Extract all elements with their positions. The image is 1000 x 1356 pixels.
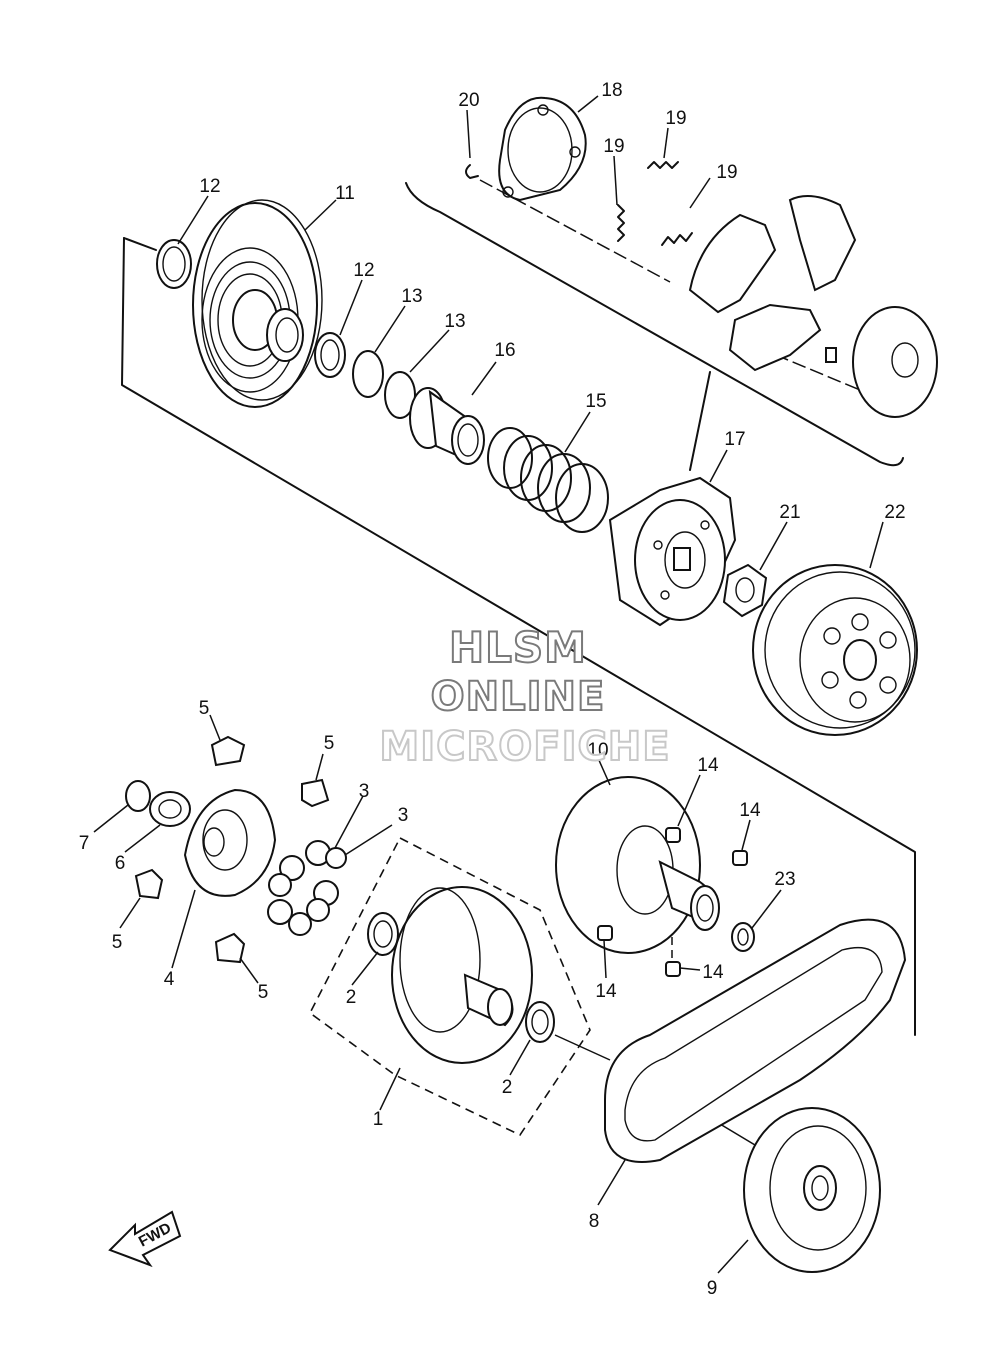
part-12-ring-lower [314,332,346,378]
callout-6: 6 [115,853,126,874]
callout-numbers: 20 18 19 19 19 12 11 12 13 13 16 15 17 2… [79,80,906,1299]
callout-12-a: 12 [199,176,220,197]
callout-2-a: 2 [346,987,357,1008]
watermark-line2: ONLINE [431,674,606,720]
part-16-collar [409,387,485,465]
part-15-spring [487,427,609,533]
part-14-pin-c [597,925,613,941]
part-23-washer [731,922,755,952]
part-22-clutch-housing [752,564,918,736]
callout-21: 21 [779,502,800,523]
callout-8: 8 [589,1211,600,1232]
callout-5-a: 5 [199,698,210,719]
part-14-pin-d [665,961,681,977]
part-18-plate [498,96,587,202]
part-8-belt [604,918,907,1163]
part-13-oring-b [384,371,416,419]
part-19-spring-c [661,232,693,246]
drive-plate [825,306,938,418]
dashed-group-outline [308,836,591,1137]
callout-14-b: 14 [739,800,761,821]
part-17-clutch-assembly [608,476,737,627]
callout-7: 7 [79,833,90,854]
callout-2-b: 2 [502,1077,513,1098]
part-13-oring-a [352,350,384,398]
leader-lines [93,95,884,1274]
watermark: HLSM ONLINE MICROFICHE [378,622,670,771]
part-14-pin-a [665,827,681,843]
callout-1: 1 [373,1109,384,1130]
callout-15: 15 [585,391,606,412]
callout-19-a: 19 [665,108,686,129]
callout-18: 18 [601,80,622,101]
part-21-nut [722,563,768,618]
callout-4: 4 [164,969,175,990]
callout-5-c: 5 [112,932,123,953]
callout-14-a: 14 [697,755,719,776]
callout-3-a: 3 [359,781,370,802]
callout-19-b: 19 [603,136,624,157]
part-10-secondary-sheave [555,776,720,954]
part-19-spring-b [647,161,679,169]
callout-9: 9 [707,1278,718,1299]
callout-13-a: 13 [401,286,422,307]
part-4-cam-plate [183,788,277,897]
group-bracket-lines [121,182,916,1036]
watermark-line1: HLSM [449,623,587,672]
part-11-sheave [192,199,323,408]
callout-16: 16 [494,340,515,361]
part-5-slider-c [134,868,164,900]
part-2-collar-upper [367,912,399,956]
part-1-primary-sheave [391,886,533,1064]
callout-3-b: 3 [398,805,409,826]
callout-5-d: 5 [258,982,269,1003]
part-3-rollers [267,840,347,936]
callout-22: 22 [884,502,905,523]
callout-5-b: 5 [324,733,335,754]
callout-14-c: 14 [702,962,724,983]
part-7-oring [125,780,151,812]
fwd-arrow: FWD [108,1210,182,1268]
callout-14-d: 14 [595,981,617,1002]
callout-17: 17 [724,429,745,450]
callout-23: 23 [774,869,795,890]
part-6-bearing [149,791,191,827]
part-20-clip [465,164,479,179]
part-2-collar-lower [525,1001,555,1043]
part-14-pin-b [732,850,748,866]
watermark-line3: MICROFICHE [379,724,670,770]
part-9-fan [743,1107,881,1273]
part-19-spring-a [617,204,625,242]
callout-19-c: 19 [716,162,737,183]
part-5-slider-a [210,735,246,767]
clutch-shoes [688,195,857,372]
callout-20: 20 [458,90,479,111]
callout-12-b: 12 [353,260,374,281]
part-5-slider-d [214,932,246,964]
callout-10: 10 [587,740,608,761]
part-5-slider-b [301,778,330,808]
callout-11: 11 [335,183,355,204]
callout-13-b: 13 [444,311,465,332]
